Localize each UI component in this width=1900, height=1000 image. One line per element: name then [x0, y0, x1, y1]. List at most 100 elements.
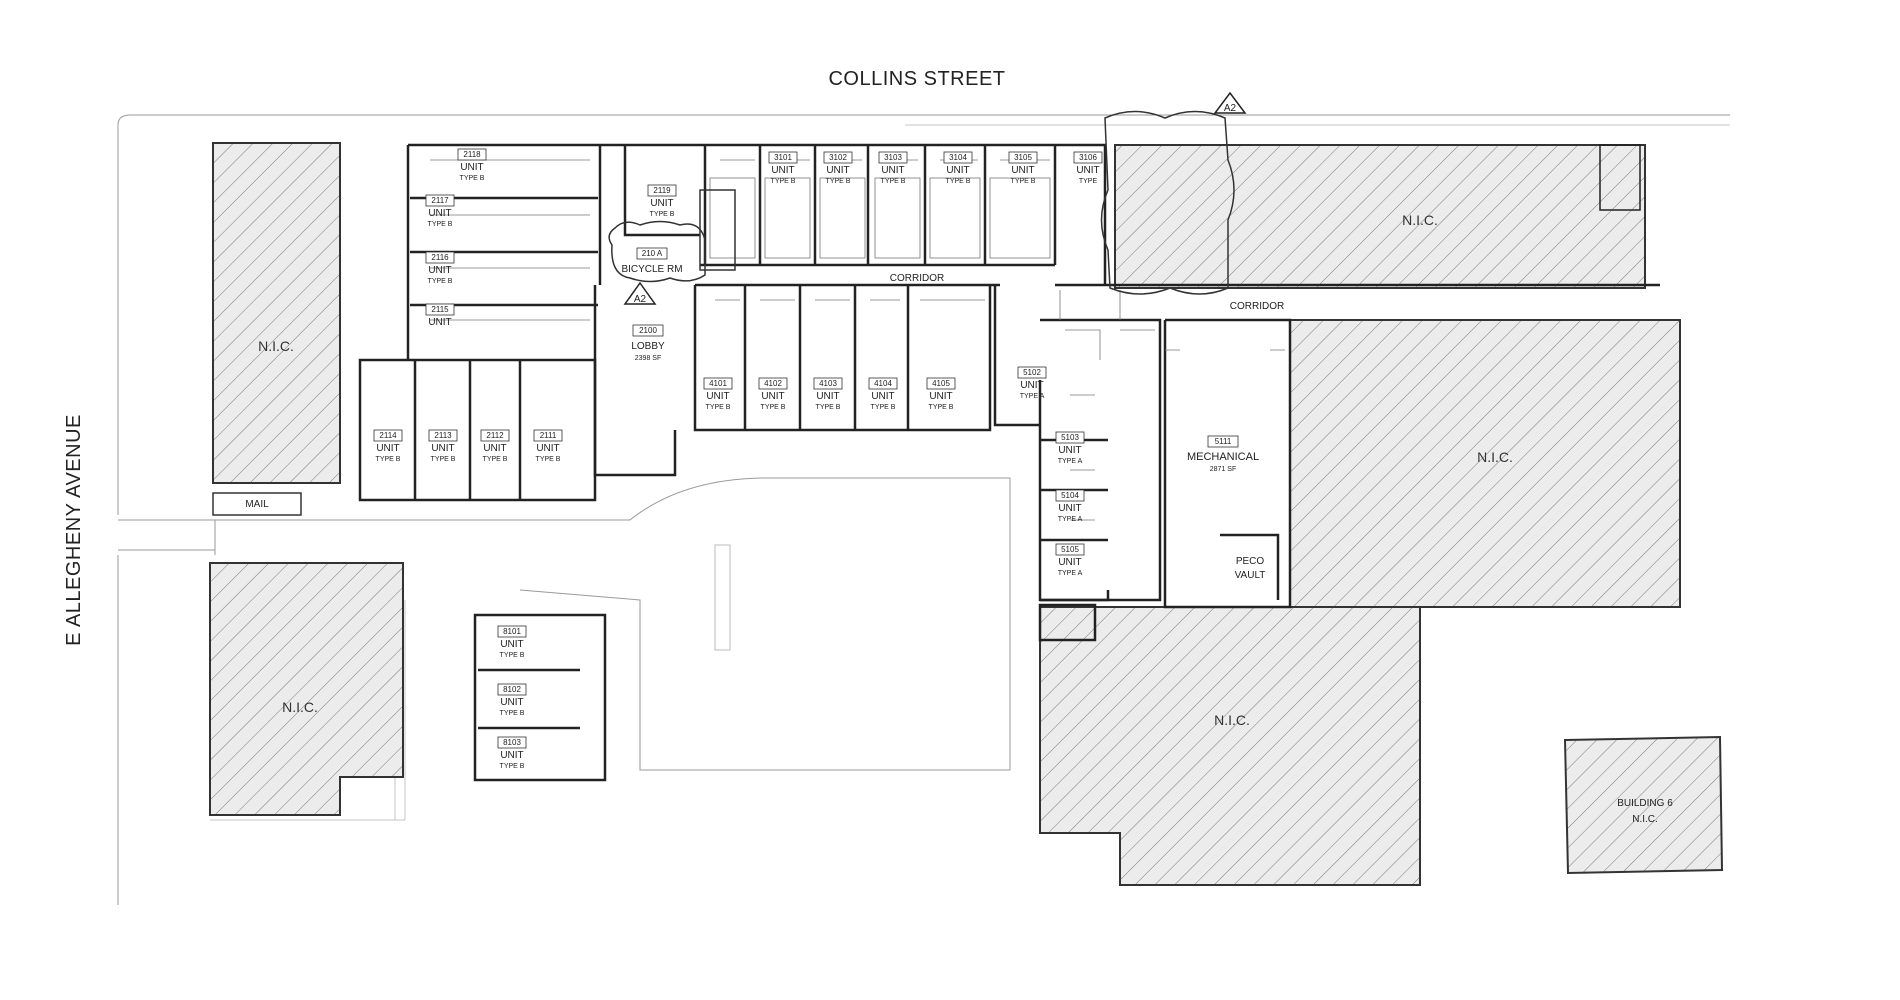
nic-block-northeast: [1114, 144, 1646, 289]
mail-room: [212, 492, 302, 516]
unit-number: 3101: [774, 153, 792, 162]
unit-number-box: [457, 148, 487, 161]
unit-label: UNIT: [500, 639, 523, 650]
nic-block-building6: [1563, 735, 1724, 875]
unit-label: UNIT: [881, 165, 904, 176]
unit-number: 5102: [1023, 368, 1041, 377]
unit-label: UNIT: [428, 265, 451, 276]
unit-number: 2119: [653, 186, 671, 195]
unit-number-box: [813, 377, 843, 390]
unit-number: 3104: [949, 153, 967, 162]
mail-label: MAIL: [245, 499, 269, 510]
unit-type: TYPE B: [761, 404, 786, 411]
unit-number-box: [647, 184, 677, 197]
unit-number: 2117: [431, 196, 449, 205]
unit-number: 4101: [709, 379, 727, 388]
svg-text:A2: A2: [634, 294, 647, 305]
unit-label: UNIT: [871, 391, 894, 402]
unit-number-box: [1073, 151, 1103, 164]
unit-type: TYPE A: [1020, 393, 1045, 400]
unit-label: UNIT: [650, 198, 673, 209]
unit-label: UNIT: [1058, 445, 1081, 456]
unit-label: UNIT: [816, 391, 839, 402]
unit-label: UNIT: [929, 391, 952, 402]
unit-type: TYPE B: [500, 763, 525, 770]
room-bicycle: 210 A BICYCLE RM: [621, 247, 683, 275]
unit-number-box: [878, 151, 908, 164]
unit-type: TYPE B: [428, 278, 453, 285]
nic-label-west: N.I.C.: [258, 338, 294, 354]
unit-number: 3103: [884, 153, 902, 162]
section-marker-a2-north: A2: [1213, 91, 1247, 114]
unit-type: TYPE B: [483, 456, 508, 463]
unit-number-box: [425, 194, 455, 207]
unit-label: UNIT: [536, 443, 559, 454]
unit-type: TYPE B: [536, 456, 561, 463]
unit-type: TYPE A: [1058, 570, 1083, 577]
unit-number: 2115: [431, 305, 449, 314]
unit-label: UNIT: [483, 443, 506, 454]
unit-type: TYPE B: [500, 652, 525, 659]
unit-number-box: [497, 625, 527, 638]
unit-number: 3102: [829, 153, 847, 162]
svg-text:2100: 2100: [639, 326, 657, 335]
unit-number-box: [480, 429, 510, 442]
unit-label: UNIT: [500, 697, 523, 708]
unit-label: UNIT: [428, 317, 451, 328]
unit-label: UNIT: [1011, 165, 1034, 176]
unit-label: UNIT: [1020, 380, 1043, 391]
unit-number-box: [1017, 366, 1047, 379]
unit-type: TYPE B: [871, 404, 896, 411]
nic-blocks: [209, 142, 1724, 886]
svg-text:VAULT: VAULT: [1235, 570, 1266, 581]
unit-number-box: [1008, 151, 1038, 164]
unit-type: TYPE B: [706, 404, 731, 411]
unit-label: UNIT: [376, 443, 399, 454]
unit-number: 4102: [764, 379, 782, 388]
unit-type: TYPE B: [771, 178, 796, 185]
corridor-label-upper: CORRIDOR: [890, 273, 944, 284]
nic-label-south: N.I.C.: [1214, 712, 1250, 728]
nic-block-southwest: [209, 562, 404, 816]
building6-label-line2: N.I.C.: [1632, 814, 1658, 825]
unit-number-box: [425, 251, 455, 264]
nic-label-southwest: N.I.C.: [282, 699, 318, 715]
unit-number-box: [943, 151, 973, 164]
unit-type: TYPE B: [431, 456, 456, 463]
unit-number: 3106: [1079, 153, 1097, 162]
unit-number-box: [926, 377, 956, 390]
svg-text:A2: A2: [1224, 103, 1237, 114]
unit-number-box: [373, 429, 403, 442]
unit-number: 2112: [486, 431, 504, 440]
street-label-collins: COLLINS STREET: [828, 68, 1005, 90]
unit-number-box: [758, 377, 788, 390]
nic-label-east: N.I.C.: [1477, 449, 1513, 465]
unit-label: UNIT: [1058, 503, 1081, 514]
svg-text:2871 SF: 2871 SF: [1210, 466, 1236, 473]
section-marker-a2-south: A2: [623, 281, 657, 305]
curb-lines: [117, 114, 1730, 905]
unit-number: 2113: [434, 431, 452, 440]
street-label-allegheny: E ALLEGHENY AVENUE: [63, 414, 85, 646]
room-lobby: 2100 LOBBY 2398 SF: [631, 324, 665, 362]
room-mechanical: 5111 MECHANICAL 2871 SF: [1187, 435, 1259, 473]
nic-block-west: [212, 142, 341, 484]
unit-type: TYPE A: [1058, 458, 1083, 465]
unit-type: TYPE B: [376, 456, 401, 463]
unit-type: TYPE B: [650, 211, 675, 218]
building-walls: [358, 143, 1660, 782]
unit-type: TYPE B: [946, 178, 971, 185]
